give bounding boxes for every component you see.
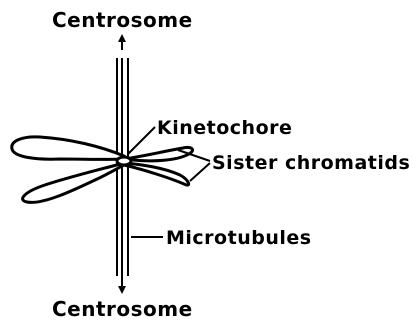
microtubules-label: Microtubules <box>166 227 312 249</box>
centrosome-bottom-label: Centrosome <box>52 297 193 320</box>
bottom-arrow-icon <box>118 276 126 294</box>
chromosome <box>12 137 193 203</box>
lower-chromatid <box>23 163 189 202</box>
upper-chromatid <box>12 137 193 161</box>
top-arrow-icon <box>118 34 126 50</box>
centrosome-top-label: Centrosome <box>52 8 193 32</box>
centromere <box>117 157 131 165</box>
sister-chromatids-label: Sister chromatids <box>212 152 410 174</box>
kinetochore-label: Kinetochore <box>157 117 292 139</box>
kinetochore-pointer <box>128 127 155 154</box>
